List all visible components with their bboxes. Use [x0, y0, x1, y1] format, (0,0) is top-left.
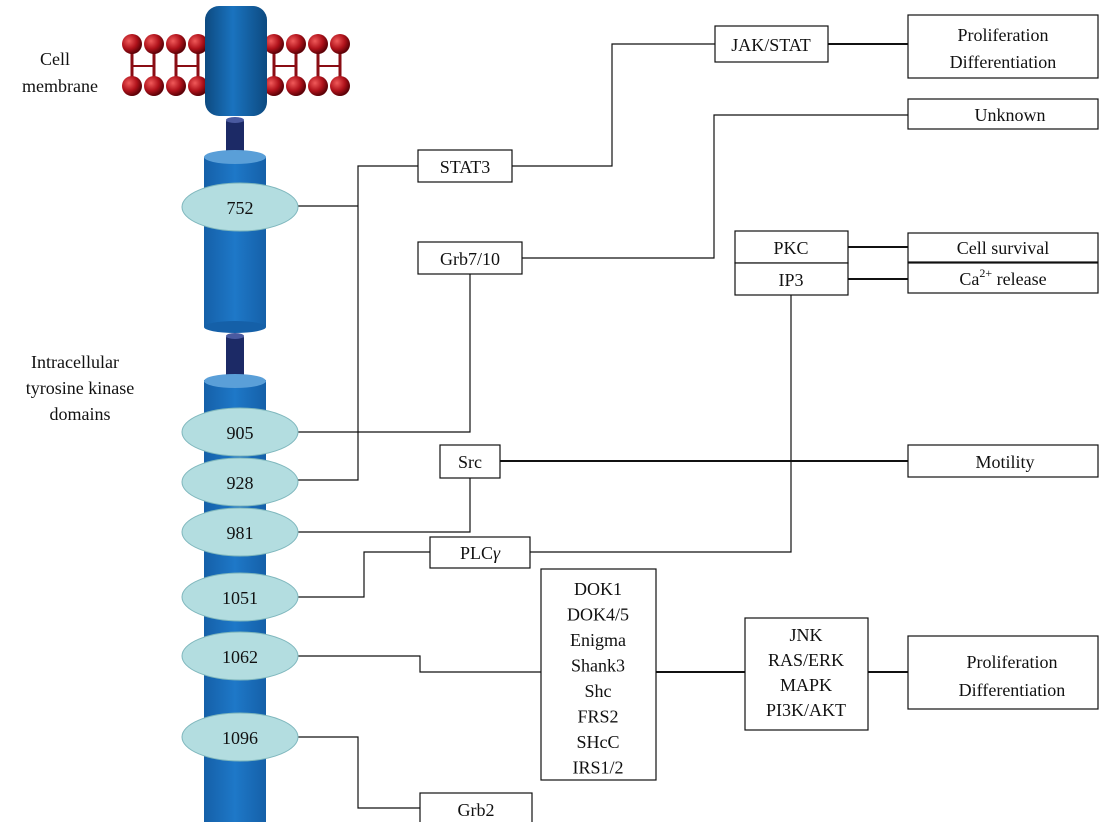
site-1096-label: 1096 — [222, 728, 258, 748]
list-line: Shank3 — [571, 656, 625, 676]
ip3-label: IP3 — [778, 270, 803, 290]
list-line: FRS2 — [577, 707, 618, 727]
lipid-head-outer — [308, 34, 328, 54]
proliferation-top-line1: Proliferation — [958, 25, 1049, 45]
plc-gamma-label: PLCγ — [460, 543, 501, 563]
lipid-head-outer — [330, 34, 350, 54]
ca-rest: release — [992, 269, 1046, 289]
list-line: DOK4/5 — [567, 605, 629, 625]
lipid-head-inner — [330, 76, 350, 96]
src-label: Src — [458, 452, 482, 472]
cell-membrane-label-2: membrane — [22, 76, 98, 96]
proliferation-bottom-line2: Differentiation — [959, 680, 1066, 700]
proliferation-bottom-line1: Proliferation — [967, 652, 1058, 672]
plc-greek: γ — [493, 543, 501, 563]
stat3-label: STAT3 — [440, 157, 491, 177]
lipid-head-inner — [122, 76, 142, 96]
ca-base: Ca — [959, 269, 979, 289]
list-line: JNK — [789, 625, 822, 645]
cell-membrane-label-1: Cell — [40, 49, 70, 69]
site-981-label: 981 — [227, 523, 254, 543]
list-line: PI3K/AKT — [766, 700, 846, 720]
lipid-head-outer — [166, 34, 186, 54]
lipid-head-outer — [286, 34, 306, 54]
site-1062-label: 1062 — [222, 647, 258, 667]
ca-release-label: Ca2+ release — [959, 266, 1046, 289]
pkc-label: PKC — [773, 238, 808, 258]
list-line: Enigma — [570, 630, 626, 650]
list-line: DOK1 — [574, 579, 622, 599]
site-1051-label: 1051 — [222, 588, 258, 608]
ca-superscript: 2+ — [979, 266, 992, 280]
site-905-label: 905 — [227, 423, 254, 443]
site-928-label: 928 — [227, 473, 254, 493]
list-line: IRS1/2 — [572, 758, 623, 778]
intracellular-label-3: domains — [50, 404, 111, 424]
unknown-label: Unknown — [975, 105, 1046, 125]
list-line: MAPK — [780, 675, 832, 695]
list-line: Shc — [585, 681, 612, 701]
transmembrane-segment — [205, 6, 267, 116]
plc-base: PLC — [460, 543, 493, 563]
cell-survival-label: Cell survival — [957, 238, 1050, 258]
lipid-head-inner — [144, 76, 164, 96]
proliferation-top-line2: Differentiation — [950, 52, 1057, 72]
intracellular-label-2: tyrosine kinase — [26, 378, 134, 398]
list-line: RAS/ERK — [768, 650, 844, 670]
lipid-head-outer — [144, 34, 164, 54]
lipid-head-inner — [166, 76, 186, 96]
grb7-10-label: Grb7/10 — [440, 249, 500, 269]
jak-stat-label: JAK/STAT — [731, 35, 811, 55]
list-line: SHcC — [576, 732, 619, 752]
lipid-head-inner — [286, 76, 306, 96]
receptor-cylinder-upper — [204, 150, 266, 333]
site-752-label: 752 — [227, 198, 254, 218]
lipid-head-outer — [122, 34, 142, 54]
intracellular-label-1: Intracellular — [31, 352, 119, 372]
lipid-head-inner — [308, 76, 328, 96]
grb2-label: Grb2 — [458, 800, 495, 820]
motility-label: Motility — [975, 452, 1034, 472]
